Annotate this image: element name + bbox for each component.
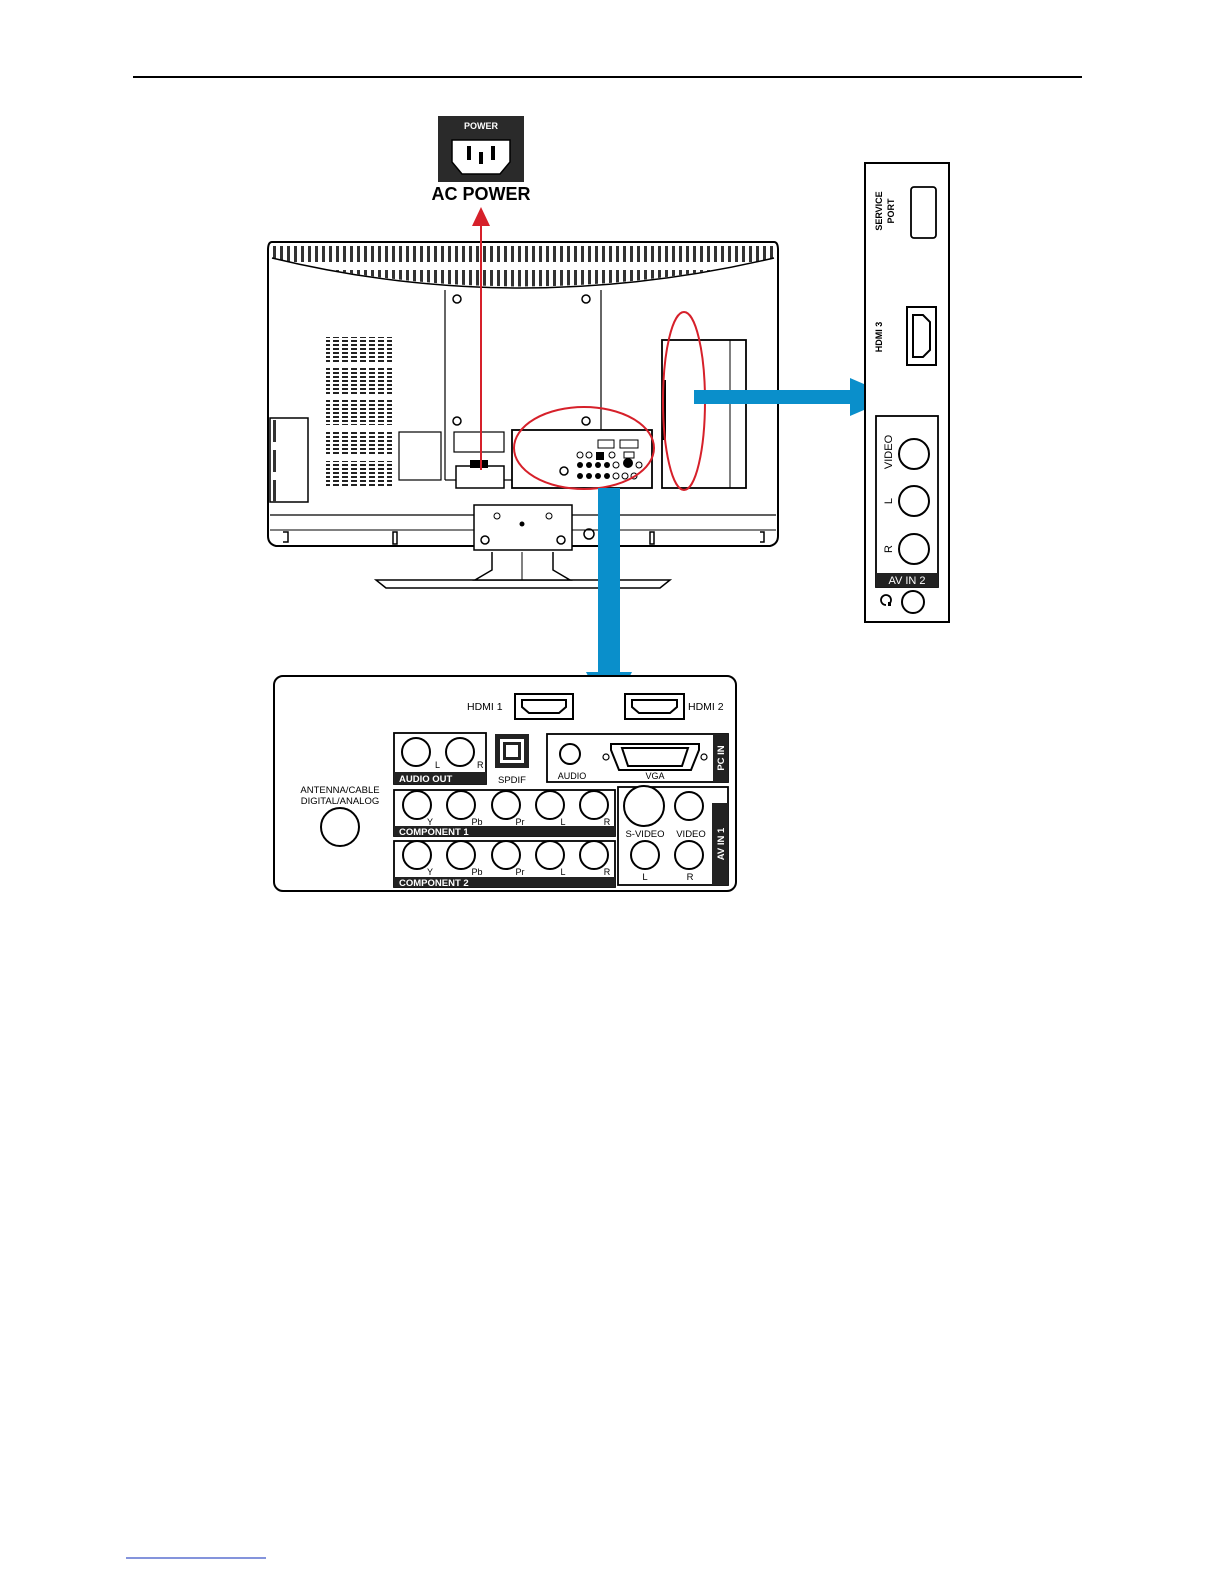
component2-pr-jack[interactable] — [492, 841, 520, 869]
ac-power-label: AC POWER — [432, 184, 531, 204]
antenna-label-2: DIGITAL/ANALOG — [301, 796, 379, 807]
component1-r-jack[interactable] — [580, 791, 608, 819]
component2-r-label: R — [604, 867, 611, 877]
component2-y-label: Y — [427, 867, 433, 877]
av1-left-jack[interactable] — [631, 841, 659, 869]
component2-pb-label: Pb — [471, 867, 482, 877]
service-port-label-2: PORT — [886, 198, 896, 224]
component1-l-label: L — [560, 817, 565, 827]
av2-video-jack[interactable] — [899, 439, 929, 469]
pc-in-label: PC IN — [716, 745, 727, 770]
spdif-label: SPDIF — [498, 775, 526, 786]
component1-pb-jack[interactable] — [447, 791, 475, 819]
component1-l-jack[interactable] — [536, 791, 564, 819]
audio-out-right-jack[interactable] — [446, 738, 474, 766]
audio-out-left-label: L — [435, 760, 440, 770]
av1-video-jack[interactable] — [675, 792, 703, 820]
antenna-jack[interactable] — [321, 808, 359, 846]
pc-audio-jack[interactable] — [560, 744, 580, 764]
vga-port[interactable] — [603, 744, 707, 770]
av2-right-label: R — [883, 545, 895, 553]
component1-label: COMPONENT 1 — [399, 827, 469, 838]
component1-y-label: Y — [427, 817, 433, 827]
hdmi2-port[interactable] — [625, 694, 684, 719]
component1-pr-label: Pr — [516, 817, 525, 827]
av2-left-jack[interactable] — [899, 486, 929, 516]
audio-out-left-jack[interactable] — [402, 738, 430, 766]
av-in-2-label: AV IN 2 — [888, 575, 925, 587]
power-inlet-label: POWER — [464, 121, 499, 131]
hdmi3-port[interactable] — [907, 307, 936, 365]
spdif-port[interactable] — [495, 734, 529, 768]
av-in-1-label: AV IN 1 — [716, 827, 727, 860]
av1-left-label: L — [642, 872, 647, 883]
component2-y-jack[interactable] — [403, 841, 431, 869]
av1-svideo-jack[interactable] — [624, 786, 664, 826]
component1-r-label: R — [604, 817, 611, 827]
component2-label: COMPONENT 2 — [399, 878, 469, 889]
component2-pb-jack[interactable] — [447, 841, 475, 869]
pc-audio-label: AUDIO — [558, 771, 587, 781]
component1-pb-label: Pb — [471, 817, 482, 827]
av2-right-jack[interactable] — [899, 534, 929, 564]
bottom-connector-panel: HDMI 1 HDMI 2 L R AUDIO OUT SPDIF PC IN — [274, 676, 736, 891]
hdmi2-label: HDMI 2 — [688, 701, 724, 713]
av2-left-label: L — [883, 498, 895, 504]
audio-out-right-label: R — [477, 760, 484, 770]
component2-l-jack[interactable] — [536, 841, 564, 869]
antenna-label-1: ANTENNA/CABLE — [300, 785, 379, 796]
service-port-label-1: SERVICE — [874, 191, 884, 230]
av1-video-label: VIDEO — [676, 829, 706, 840]
power-inlet: POWER — [438, 116, 524, 182]
component1-y-jack[interactable] — [403, 791, 431, 819]
component2-l-label: L — [560, 867, 565, 877]
av1-svideo-label: S-VIDEO — [625, 829, 664, 840]
component1-pr-jack[interactable] — [492, 791, 520, 819]
hdmi3-label: HDMI 3 — [874, 322, 884, 353]
hdmi1-port[interactable] — [515, 694, 573, 719]
service-port[interactable] — [911, 187, 936, 238]
side-connector-panel: SERVICE PORT HDMI 3 VIDEO L R AV IN 2 — [865, 163, 949, 622]
component2-r-jack[interactable] — [580, 841, 608, 869]
av1-right-jack[interactable] — [675, 841, 703, 869]
tv-back — [268, 242, 778, 588]
audio-out-label: AUDIO OUT — [399, 774, 453, 785]
hdmi1-label: HDMI 1 — [467, 701, 503, 713]
headphone-jack[interactable] — [902, 591, 924, 613]
component2-pr-label: Pr — [516, 867, 525, 877]
vga-label: VGA — [645, 771, 664, 781]
av2-video-label: VIDEO — [883, 434, 895, 469]
av1-right-label: R — [687, 872, 694, 883]
